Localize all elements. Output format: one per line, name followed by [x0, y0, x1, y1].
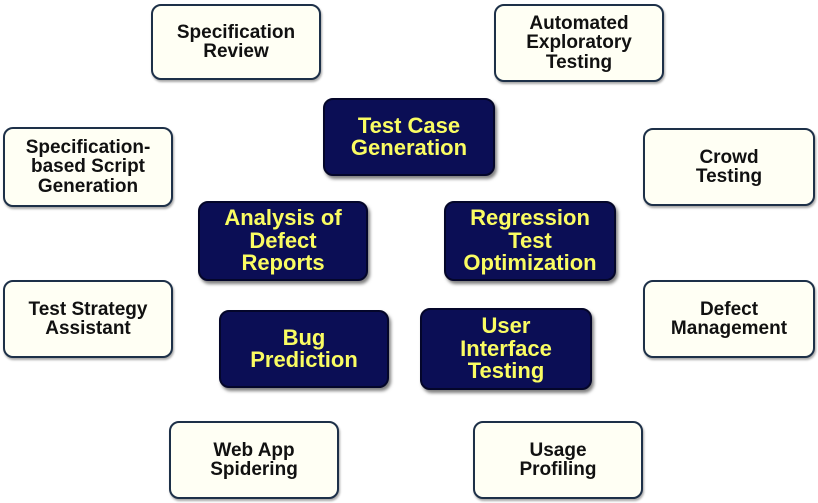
- node-label: Automated Exploratory Testing: [526, 12, 632, 73]
- node-label: Web App Spidering: [210, 439, 298, 480]
- node-label: Specification Review: [176, 21, 296, 62]
- node-bug-prediction: Bug Prediction: [219, 310, 389, 388]
- node-analysis-of-defect-reports: Analysis of Defect Reports: [198, 201, 368, 281]
- node-label: Analysis of Defect Reports: [224, 205, 342, 276]
- node-test-case-generation: Test Case Generation: [323, 98, 495, 176]
- node-usage-profiling: Usage Profiling: [473, 421, 643, 499]
- node-user-interface-testing: User Interface Testing: [420, 308, 592, 390]
- node-label: Crowd Testing: [695, 146, 763, 187]
- node-test-strategy-assistant: Test Strategy Assistant: [3, 280, 173, 358]
- node-crowd-testing: Crowd Testing: [643, 128, 815, 206]
- node-label: Test Strategy Assistant: [28, 298, 148, 339]
- node-web-app-spidering: Web App Spidering: [169, 421, 339, 499]
- node-label: Regression Test Optimization: [463, 205, 597, 276]
- node-regression-test-optimization: Regression Test Optimization: [444, 201, 616, 281]
- node-specification-based-script-generation: Specification- based Script Generation: [3, 127, 173, 207]
- node-label: Defect Management: [670, 298, 788, 339]
- node-defect-management: Defect Management: [643, 280, 815, 358]
- node-label: User Interface Testing: [460, 313, 552, 384]
- node-specification-review: Specification Review: [151, 4, 321, 80]
- node-label: Test Case Generation: [350, 112, 468, 160]
- node-label: Specification- based Script Generation: [25, 136, 151, 197]
- node-label: Bug Prediction: [250, 324, 358, 372]
- node-label: Usage Profiling: [519, 439, 597, 480]
- node-automated-exploratory-testing: Automated Exploratory Testing: [494, 4, 664, 82]
